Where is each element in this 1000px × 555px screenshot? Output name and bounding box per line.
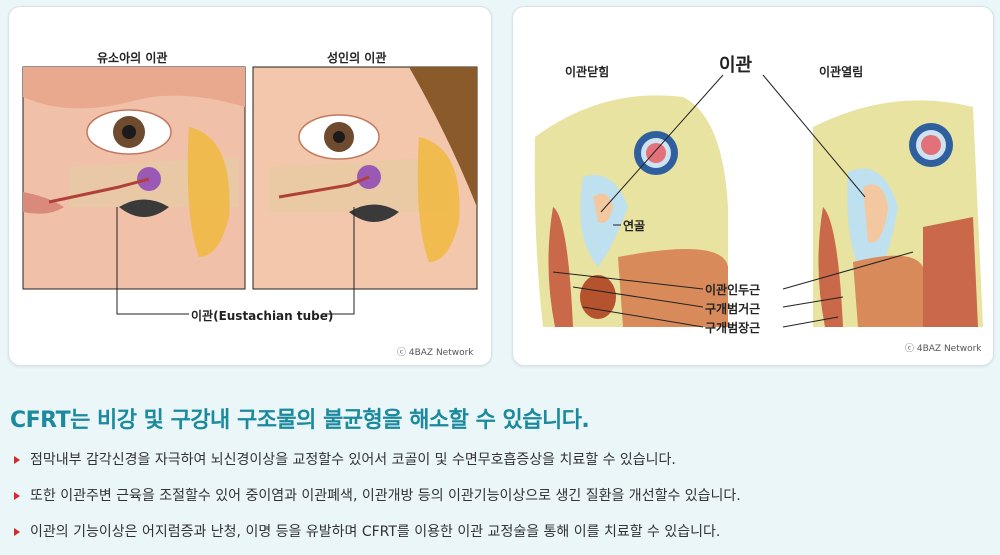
triangle-bullet-icon — [14, 492, 20, 500]
triangle-bullet-icon — [14, 456, 20, 464]
child-eustachian-label: 유소아의 이관 — [97, 51, 168, 65]
muscle-diagram — [534, 74, 983, 328]
levator-veli-palatini-label: 구개범거근 — [705, 302, 761, 316]
tube-open-label: 이관열림 — [819, 65, 864, 79]
benefit-list: 점막내부 감각신경을 자극하여 뇌신경이상을 교정할수 있어서 코골이 및 수면… — [12, 450, 992, 555]
tensor-veli-palatini-label: 구개범장근 — [705, 321, 761, 335]
adult-eustachian-label: 성인의 이관 — [327, 51, 387, 65]
list-item-text: 이관의 기능이상은 어지럼증과 난청, 이명 등을 유발하며 CFRT를 이용한… — [30, 524, 721, 540]
copyright-credit: ⓒ 4BAZ Network — [397, 348, 474, 358]
section-heading: CFRT는 비강 및 구강내 구조물의 불균형을 해소할 수 있습니다. — [10, 408, 590, 433]
face-illustration — [22, 66, 478, 315]
list-item: 점막내부 감각신경을 자극하여 뇌신경이상을 교정할수 있어서 코골이 및 수면… — [12, 450, 992, 486]
list-item-text: 점막내부 감각신경을 자극하여 뇌신경이상을 교정할수 있어서 코골이 및 수면… — [30, 452, 676, 468]
tube-closed-label: 이관닫힘 — [565, 65, 610, 79]
eustachian-muscle-figure: 이관닫힘 이관 이관열림 연골 이관인두근 구개범거근 구개범장근 ⓒ 4BAZ… — [512, 6, 994, 366]
list-item-text: 또한 이관주변 근육을 조절할수 있어 중이염과 이관폐색, 이관개방 등의 이… — [30, 488, 741, 504]
copyright-credit: ⓒ 4BAZ Network — [905, 344, 982, 354]
eustachian-tube-label: 이관(Eustachian tube) — [191, 309, 334, 323]
eustachian-comparison-figure: 유소아의 이관 성인의 이관 이관(Eustachian tube) ⓒ 4BA… — [8, 6, 492, 366]
triangle-bullet-icon — [14, 528, 20, 536]
list-item: 이관의 기능이상은 어지럼증과 난청, 이명 등을 유발하며 CFRT를 이용한… — [12, 522, 992, 555]
salpingopharyngeus-label: 이관인두근 — [705, 283, 761, 297]
eustachian-tube-title: 이관 — [719, 55, 753, 76]
cartilage-label: 연골 — [623, 219, 646, 233]
list-item: 또한 이관주변 근육을 조절할수 있어 중이염과 이관폐색, 이관개방 등의 이… — [12, 486, 992, 522]
